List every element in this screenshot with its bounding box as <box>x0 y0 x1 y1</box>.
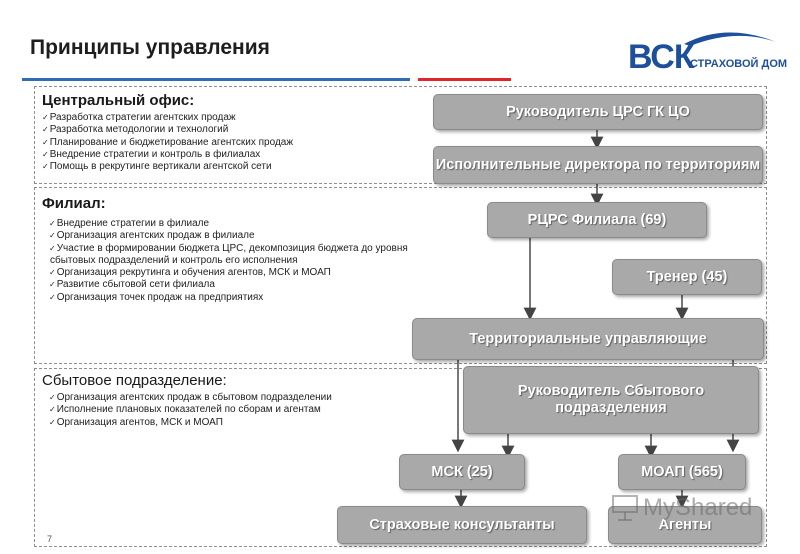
box-agents: Агенты <box>608 506 762 544</box>
list-item: Организация рекрутинга и обучения агенто… <box>49 267 469 279</box>
box-exec-directors: Исполнительные директора по территориям <box>433 146 763 184</box>
box-moap: МОАП (565) <box>618 454 746 490</box>
logo-subtitle: СТРАХОВОЙ ДОМ <box>690 58 788 70</box>
box-consultants-label: Страховые консультанты <box>369 516 555 533</box>
sales-unit-title: Сбытовое подразделение: <box>42 372 227 389</box>
branch-list: Внедрение стратегии в филиале Организаци… <box>49 218 469 304</box>
list-item: Внедрение стратегии и контроль в филиала… <box>42 149 402 161</box>
list-item: Разработка стратегии агентских продаж <box>42 112 402 124</box>
list-item: Организация точек продаж на предприятиях <box>49 292 469 304</box>
box-sales-head-label: Руководитель Сбытового подразделения <box>517 383 705 416</box>
section-branch <box>34 187 767 364</box>
box-insurance-consultants: Страховые консультанты <box>337 506 587 544</box>
box-moap-label: МОАП (565) <box>641 463 723 480</box>
logo-swoosh-icon <box>684 32 776 46</box>
list-item: Разработка методологии и технологий <box>42 124 402 136</box>
branch-title: Филиал: <box>42 195 106 212</box>
list-item: Организация агентских продаж в сбытовом … <box>49 392 409 404</box>
box-trainer-label: Тренер (45) <box>646 268 728 285</box>
box-msk: МСК (25) <box>399 454 525 490</box>
title-underline-blue <box>22 78 410 81</box>
page-title: Принципы управления <box>30 36 270 59</box>
box-territorial-label: Территориальные управляющие <box>469 330 707 347</box>
central-office-title: Центральный офис: <box>42 92 195 109</box>
presentation-board-icon <box>612 495 638 521</box>
box-territorial-managers: Территориальные управляющие <box>412 318 764 360</box>
title-underline-red <box>418 78 511 81</box>
box-trainer: Тренер (45) <box>612 259 762 295</box>
list-item: Планирование и бюджетирование агентских … <box>42 137 402 149</box>
box-sales-unit-head: Руководитель Сбытового подразделения <box>463 366 759 434</box>
list-item: Организация агентов, МСК и МОАП <box>49 417 409 429</box>
list-item: Внедрение стратегии в филиале <box>49 218 469 230</box>
brand-logo <box>626 28 786 76</box>
sales-unit-list: Организация агентских продаж в сбытовом … <box>49 392 409 429</box>
watermark-text: MyShared <box>643 494 753 521</box>
list-item: Участие в формировании бюджета ЦРС, деко… <box>49 243 469 255</box>
logo-wordmark: ВСК <box>628 38 695 76</box>
box-rcrs-branch-label: РЦРС Филиала (69) <box>527 211 667 228</box>
box-rcrs-branch: РЦРС Филиала (69) <box>487 202 707 238</box>
list-item: Организация агентских продаж в филиале <box>49 230 469 242</box>
box-head-crs: Руководитель ЦРС ГК ЦО <box>433 94 763 130</box>
page-number: 7 <box>47 534 53 544</box>
central-office-list: Разработка стратегии агентских продаж Ра… <box>42 112 402 173</box>
list-item: Исполнение плановых показателей по сбора… <box>49 404 409 416</box>
list-item-continuation-text: сбытовых подразделений и контроль его ис… <box>50 254 298 266</box>
box-head-crs-label: Руководитель ЦРС ГК ЦО <box>506 103 690 120</box>
section-sales-unit <box>34 368 767 547</box>
box-msk-label: МСК (25) <box>431 463 493 480</box>
list-item: Помощь в рекрутинге вертикали агентской … <box>42 161 402 173</box>
list-item-continuation: сбытовых подразделений и контроль его ис… <box>49 255 469 267</box>
section-central-office <box>34 86 767 184</box>
box-exec-directors-label: Исполнительные директора по территориям <box>435 156 761 173</box>
list-item: Развитие сбытовой сети филиала <box>49 279 469 291</box>
box-agents-label: Агенты <box>658 516 712 533</box>
